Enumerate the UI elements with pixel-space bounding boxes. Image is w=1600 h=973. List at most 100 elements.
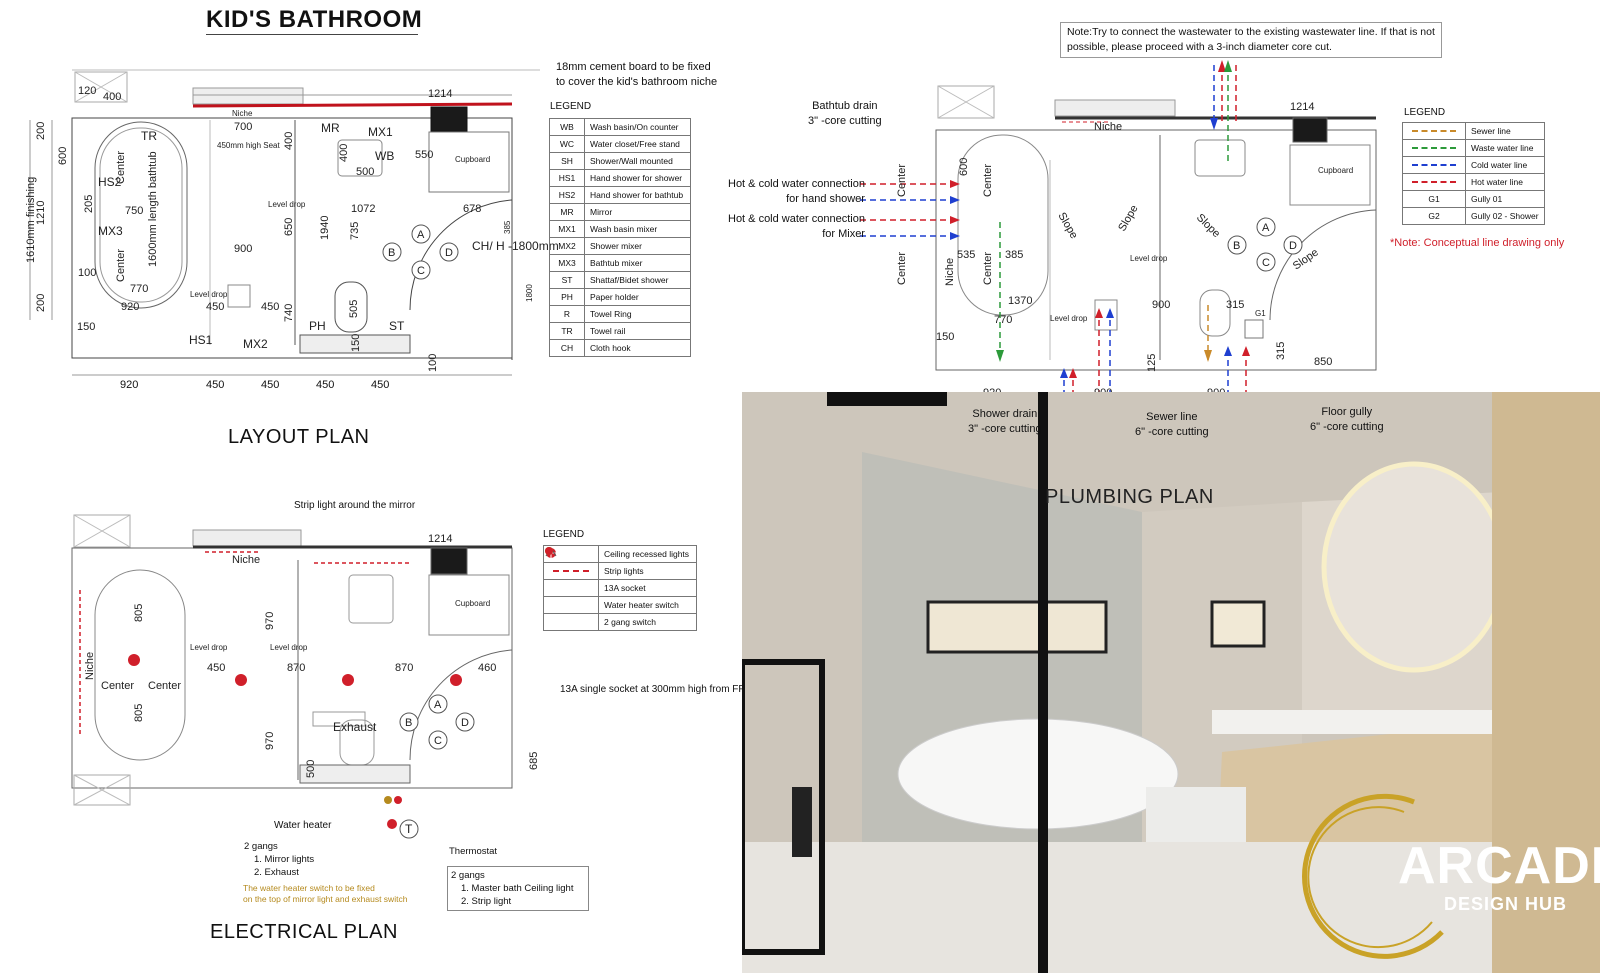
legend-row: 13A socket <box>543 546 697 597</box>
gangs1-item-2: 2. Exhaust <box>254 867 299 878</box>
plumb-cupboard: Cupboard <box>1318 166 1353 175</box>
thermostat-label: Thermostat <box>449 846 498 857</box>
plumbing-plan-title: PLUMBING PLAN <box>1045 486 1214 508</box>
legend-desc: Towel rail <box>584 322 691 340</box>
legend-code: MR <box>549 203 585 221</box>
plumb-dim-535: 535 <box>957 249 975 261</box>
legend-desc: Ceiling recessed lights <box>598 545 697 563</box>
legend-desc: Cold water line <box>1465 156 1545 174</box>
slope-1: Slope <box>1055 211 1079 241</box>
finishing-label: 1610mm finishing <box>25 177 37 263</box>
plumb-circle-c: C <box>1262 257 1270 269</box>
plumb-center-2: Center <box>982 164 994 197</box>
legend-code: TR <box>549 322 585 340</box>
plumb-circle-a: A <box>1262 222 1270 234</box>
ph-label: PH <box>309 319 326 333</box>
layout-plan-title: LAYOUT PLAN <box>228 426 370 448</box>
dim-200-top: 200 <box>35 122 47 140</box>
bottom-dim-1: 920 <box>120 379 139 391</box>
plumb-center-1: Center <box>896 164 908 197</box>
plumb-dim-315-v: 315 <box>1275 342 1287 360</box>
dim-120: 120 <box>78 85 96 97</box>
dim-450-b: 450 <box>261 301 279 313</box>
legend-symbol <box>1402 156 1466 174</box>
plumb-dim-385: 385 <box>1005 249 1023 261</box>
legend-desc: Paper holder <box>584 288 691 306</box>
legend-symbol: G1 <box>1402 190 1466 208</box>
dim-1800-v: 1800 <box>525 284 534 302</box>
plumb-dim-1370: 1370 <box>1008 295 1032 307</box>
legend-row: Strip lights <box>543 562 697 580</box>
wb-label: WB <box>375 149 394 163</box>
legend-desc: Shower/Wall mounted <box>584 152 691 170</box>
elec-dim-450: 450 <box>207 662 225 674</box>
seat-label: 450mm high Seat <box>217 141 280 150</box>
legend-desc: Water closet/Free stand <box>584 135 691 153</box>
cement-board-note: 18mm cement board to be fixed to cover t… <box>556 61 718 88</box>
elec-circle-d: D <box>461 717 469 729</box>
sewer-line-note: Sewer line 6" -core cutting <box>1135 411 1209 438</box>
center-label-1: Center <box>115 151 127 184</box>
hot-cold-hand-note: Hot & cold water connection for hand sho… <box>728 178 865 205</box>
dim-650: 650 <box>283 218 295 236</box>
plumb-circle-d: D <box>1289 240 1297 252</box>
mx2-label: MX2 <box>243 337 268 351</box>
legend-desc: Gully 01 <box>1465 190 1545 208</box>
exhaust-label: Exhaust <box>333 720 377 734</box>
bathroom-photo: ARCADIA DESIGN HUB <box>742 392 1600 973</box>
layout-legend-title: LEGEND <box>550 101 592 112</box>
circle-b: B <box>388 247 395 259</box>
elec-center-2: Center <box>148 680 181 692</box>
hs2-label: HS2 <box>98 175 122 189</box>
legend-code: WC <box>549 135 585 153</box>
plumb-circle-b: B <box>1233 240 1240 252</box>
strip-light-note: Strip light around the mirror <box>294 500 416 511</box>
legend-desc: Wash basin mixer <box>584 220 691 238</box>
elec-dim-970-b: 970 <box>264 732 276 750</box>
plumb-dim-125: 125 <box>1146 354 1158 372</box>
tr-label: TR <box>141 129 157 143</box>
layout-plan-drawing: 120 400 1214 Niche 700 TR MR MX1 WB 450m… <box>25 69 559 376</box>
thermostat-t: T <box>405 822 413 836</box>
line-swatch-icon <box>1412 164 1456 166</box>
gang-switch-icon <box>544 546 553 555</box>
gangs1-item-1: 1. Mirror lights <box>254 854 315 865</box>
legend-code: MX2 <box>549 237 585 255</box>
dim-920-top: 920 <box>121 301 139 313</box>
plumb-center-3: Center <box>896 252 908 285</box>
dim-1210: 1210 <box>35 201 47 225</box>
legend-symbol <box>543 546 599 614</box>
plumbing-note: Note:Try to connect the wastewater to th… <box>1060 22 1442 58</box>
dim-900: 900 <box>234 243 252 255</box>
legend-code: SH <box>549 152 585 170</box>
gangs2-item-1: 1. Master bath Ceiling light <box>461 883 574 894</box>
legend-desc: Shattaf/Bidet shower <box>584 271 691 289</box>
elec-dim-970-a: 970 <box>264 612 276 630</box>
dim-740: 740 <box>283 304 295 322</box>
legend-desc: Wash basin/On counter <box>584 118 691 136</box>
dim-1940: 1940 <box>319 216 331 240</box>
brand-logo-icon <box>1302 793 1444 959</box>
slope-2: Slope <box>1116 203 1140 233</box>
legend-desc: Cloth hook <box>584 339 691 357</box>
plumb-dim-850: 850 <box>1314 356 1332 368</box>
dim-100-v: 100 <box>427 354 439 372</box>
circle-d: D <box>445 247 453 259</box>
dim-450-a: 450 <box>206 301 224 313</box>
bottom-dim-4: 450 <box>316 379 335 391</box>
circle-a: A <box>417 229 425 241</box>
legend-row: Cold water line <box>1402 156 1545 174</box>
heater-note: The water heater switch to be fixed on t… <box>243 883 408 904</box>
legend-symbol <box>543 562 599 580</box>
